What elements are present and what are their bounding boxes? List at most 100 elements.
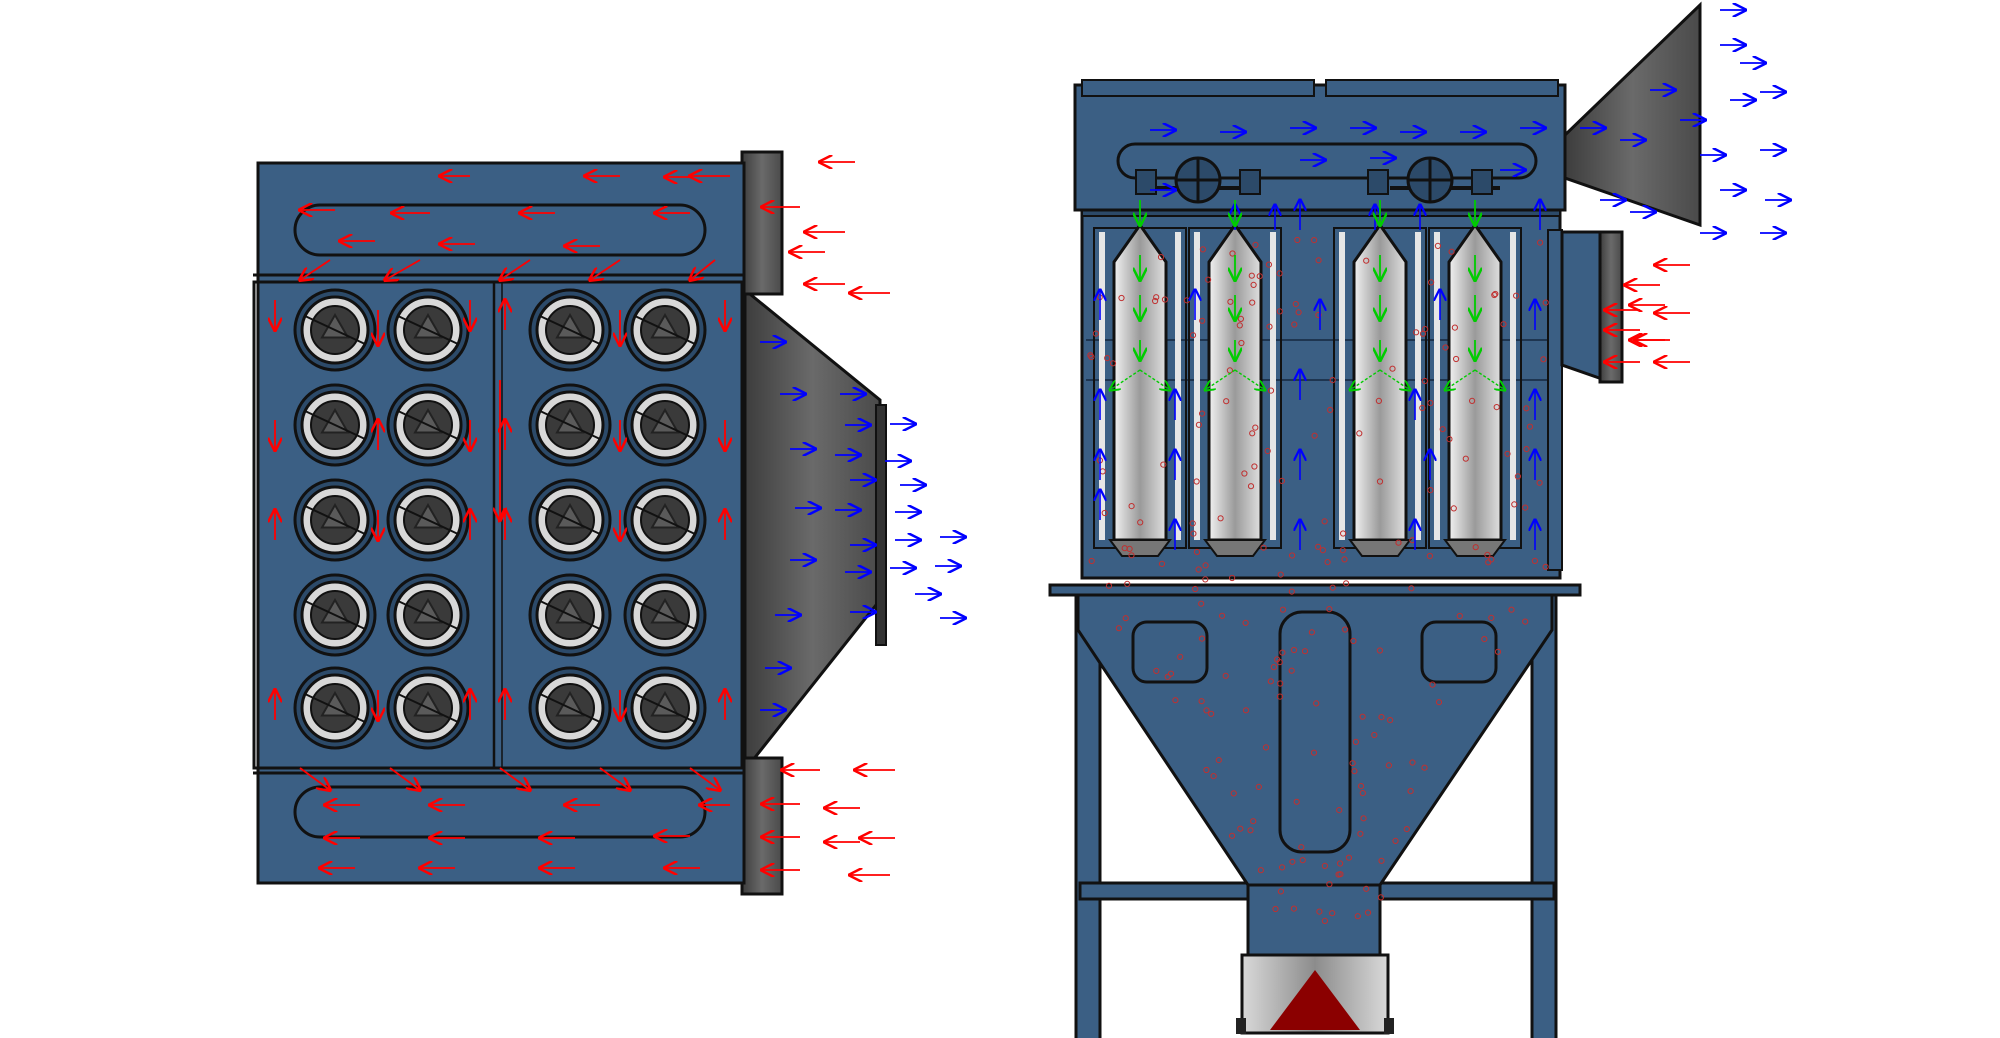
cartridge [623, 383, 707, 467]
plenum-lid-left [1081, 79, 1315, 97]
dust-particle [1229, 574, 1236, 582]
dust-particle [1264, 447, 1271, 455]
dust-particle [1337, 860, 1344, 867]
filter-end-cap [1443, 539, 1507, 557]
dust-particle [1339, 547, 1346, 554]
dust-particle [1426, 552, 1434, 560]
filter-element [1207, 222, 1263, 542]
dust-particle [1152, 297, 1159, 305]
dust-particle [1193, 548, 1201, 556]
dust-particle [1435, 699, 1443, 706]
dust-particle [1288, 667, 1295, 674]
dust-particle [1126, 545, 1133, 553]
access-slot-top [293, 203, 707, 257]
dust-particle [1189, 332, 1197, 339]
dust-particle [1227, 298, 1234, 305]
dust-particle [1153, 294, 1160, 301]
dust-particle [1472, 544, 1479, 551]
dust-particle [1352, 738, 1360, 746]
dust-particle [1513, 292, 1520, 299]
cartridge-clamp [634, 693, 696, 723]
dust-particle [1267, 387, 1275, 394]
dust-particle [1377, 894, 1385, 901]
cartridge-clamp [397, 315, 459, 345]
dust-particle [1288, 588, 1295, 595]
pulse-valve-diaphragm [1239, 169, 1261, 195]
dust-particle [1329, 377, 1336, 384]
dirty-air-arrow [499, 767, 530, 790]
dust-particle [1315, 257, 1322, 264]
dust-particle [1456, 612, 1463, 620]
dust-particle [1448, 248, 1455, 255]
dust-particle [1536, 479, 1543, 486]
dust-particle [1198, 600, 1205, 607]
dust-particle [1272, 905, 1279, 913]
dust-particle [1442, 344, 1449, 351]
dust-particle [1252, 241, 1259, 248]
dust-particle [1195, 566, 1202, 573]
dust-particle [1277, 888, 1285, 895]
dust-particle [1202, 576, 1209, 583]
pulse-air-arrow [1379, 369, 1410, 390]
dust-particle [1351, 768, 1358, 775]
dust-particle [1291, 321, 1298, 328]
filter-end-cap [1108, 539, 1172, 557]
cartridge [293, 573, 377, 657]
dust-particle [1251, 463, 1258, 470]
dust-particle [1359, 713, 1366, 720]
dust-particle [1343, 580, 1350, 587]
dust-particle [1523, 405, 1530, 412]
dust-particle [1403, 826, 1410, 833]
dust-particle [1193, 478, 1200, 485]
dust-particle [1350, 637, 1357, 645]
hopper-throat [1246, 883, 1382, 957]
dust-particle [1128, 552, 1135, 559]
pulse-air-arrow [1445, 369, 1476, 390]
dust-particle [1088, 353, 1095, 361]
dust-particle [1202, 562, 1209, 569]
dust-particle [1326, 881, 1333, 888]
inlet-flange [1598, 230, 1624, 384]
dust-particle [1195, 421, 1203, 428]
cartridge [293, 666, 377, 750]
dirty-air-arrow [389, 767, 420, 790]
filter-end-cap [1348, 539, 1412, 557]
dust-particle [1542, 299, 1549, 306]
dust-particle [1252, 424, 1259, 431]
dust-particle [1203, 707, 1210, 714]
dust-particle [1276, 270, 1283, 277]
dirty-air-arrow [689, 767, 720, 790]
dust-particle [1118, 294, 1125, 302]
dust-bin-wheel-left [1236, 1018, 1246, 1034]
dust-particle [1326, 606, 1333, 613]
filter-element [1112, 222, 1168, 542]
dust-particle [1210, 773, 1217, 780]
pulse-air-arrow [1234, 369, 1265, 390]
dust-particle [1158, 560, 1166, 568]
cartridge-grid [293, 288, 707, 750]
dust-particle [1450, 505, 1457, 512]
cartridge-clamp [304, 410, 366, 440]
cartridge [623, 666, 707, 750]
hopper-window-left [1131, 620, 1209, 684]
dust-particle [1247, 483, 1255, 490]
cartridge [386, 478, 470, 562]
dust-particle [1494, 648, 1502, 655]
cartridge-clamp [397, 505, 459, 535]
dust-particle [1257, 867, 1265, 874]
cartridge [623, 288, 707, 372]
dust-particle [1278, 477, 1286, 484]
dust-particle [1316, 908, 1323, 915]
cartridge-clamp [634, 600, 696, 630]
cartridge-clamp [539, 410, 601, 440]
dust-particle [1308, 629, 1316, 636]
cartridge-clamp [634, 505, 696, 535]
dust-particle [1310, 749, 1318, 756]
outlet-hood [1563, 1, 1702, 228]
dust-particle [1267, 678, 1274, 685]
dust-particle [1387, 717, 1394, 724]
dust-particle [1177, 653, 1184, 661]
hopper-ledge [1048, 583, 1582, 597]
cartridge [386, 573, 470, 657]
